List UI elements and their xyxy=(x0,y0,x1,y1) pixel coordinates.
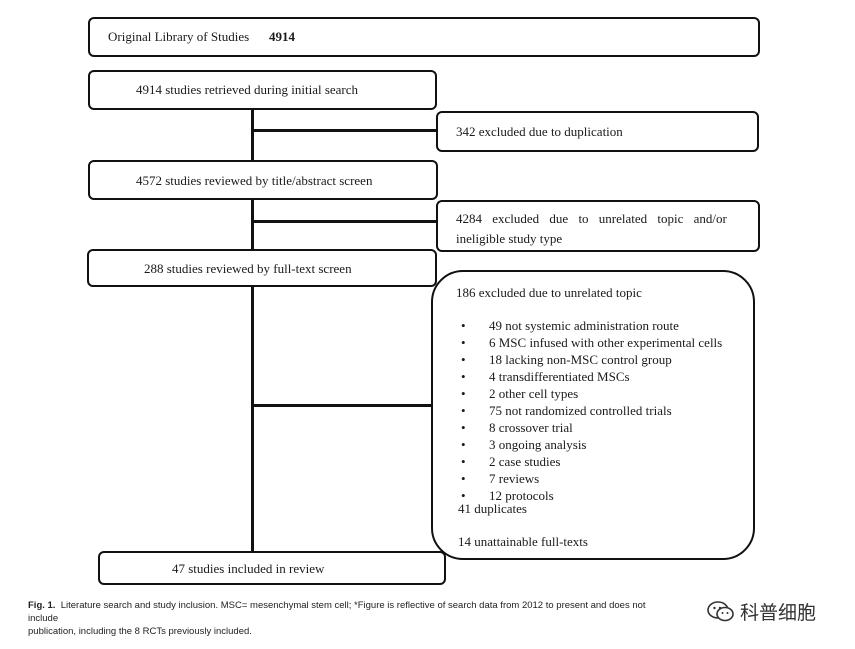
fulltext-screen-box: 288 studies reviewed by full-text screen xyxy=(87,249,437,287)
figure-caption: Fig. 1. Literature search and study incl… xyxy=(28,599,668,638)
bullet-icon: • xyxy=(461,403,466,418)
bullet-icon: • xyxy=(461,335,466,350)
retrieved-box: 4914 studies retrieved during initial se… xyxy=(88,70,437,110)
bullet-icon: • xyxy=(461,420,466,435)
exclusion-list: • 49 not systemic administration route • 6 … xyxy=(461,317,751,504)
duplication-excluded-box: 342 excluded due to duplication xyxy=(436,111,759,152)
exclusion-heading: 186 excluded due to unrelated topic xyxy=(456,285,642,300)
fulltext-screen-text: 288 studies reviewed by full-text screen xyxy=(144,261,352,276)
exclusion-item: • 6 MSC infused with other experimental c… xyxy=(461,334,751,351)
exclusion-item: • 4 transdifferentiated MSCs xyxy=(461,368,751,385)
library-count: 4914 xyxy=(269,29,295,44)
watermark: 科普细胞 xyxy=(706,596,828,626)
bullet-icon: • xyxy=(461,318,466,333)
library-label: Original Library of Studies xyxy=(108,29,250,44)
connector-branch-dup xyxy=(251,129,437,132)
exclusion-item: • 12 protocols xyxy=(461,487,751,504)
exclusion-item: • 7 reviews xyxy=(461,470,751,487)
exclusion-item-label: 75 not randomized controlled trials xyxy=(489,403,672,418)
exclusion-item: • 18 lacking non-MSC control group xyxy=(461,351,751,368)
unrelated-excluded-box: 4284 excluded due to unrelated topic and… xyxy=(436,200,760,252)
bullet-icon: • xyxy=(461,471,466,486)
exclusion-item: • 2 other cell types xyxy=(461,385,751,402)
unrelated-excluded-line2: ineligible study type xyxy=(456,231,563,246)
exclusion-item-label: 7 reviews xyxy=(489,471,540,486)
bullet-icon: • xyxy=(461,488,466,503)
exclusion-item: • 49 not systemic administration route xyxy=(461,317,751,334)
exclusion-details-box: 186 excluded due to unrelated topic • 49 … xyxy=(431,270,755,560)
unrelated-excluded-line1: 4284 excluded due to unrelated topic and… xyxy=(456,211,727,226)
exclusion-item: • 3 ongoing analysis xyxy=(461,436,751,453)
exclusion-item-label: 49 not systemic administration route xyxy=(489,318,679,333)
unattainable-text: 14 unattainable full-texts xyxy=(458,534,588,549)
exclusion-item-label: 2 case studies xyxy=(489,454,561,469)
bullet-icon: • xyxy=(461,454,466,469)
exclusion-item-label: 4 transdifferentiated MSCs xyxy=(489,369,630,384)
exclusion-item-label: 6 MSC infused with other experimental ce… xyxy=(489,335,723,350)
exclusion-item-label: 18 lacking non-MSC control group xyxy=(489,352,672,367)
title-screen-text: 4572 studies reviewed by title/abstract … xyxy=(136,173,373,188)
exclusion-item-label: 12 protocols xyxy=(489,488,554,503)
caption-text: Literature search and study inclusion. M… xyxy=(28,600,646,624)
connector-main-3 xyxy=(251,285,254,553)
exclusion-item: • 2 case studies xyxy=(461,453,751,470)
included-box: 47 studies included in review xyxy=(98,551,446,585)
exclusion-item: • 75 not randomized controlled trials xyxy=(461,402,751,419)
exclusion-item: • 8 crossover trial xyxy=(461,419,751,436)
bullet-icon: • xyxy=(461,437,466,452)
included-text: 47 studies included in review xyxy=(172,561,325,576)
exclusion-item-label: 8 crossover trial xyxy=(489,420,573,435)
duplicates-text: 41 duplicates xyxy=(458,501,527,516)
connector-branch-exclusions xyxy=(251,404,433,407)
connector-main-1 xyxy=(251,109,254,162)
library-box: Original Library of Studies 4914 xyxy=(88,17,760,57)
watermark-text: 科普细胞 xyxy=(740,602,817,624)
caption-fig-label: Fig. 1. xyxy=(28,600,56,611)
title-screen-box: 4572 studies reviewed by title/abstract … xyxy=(88,160,438,200)
bullet-icon: • xyxy=(461,352,466,367)
caption-text-line2: publication, including the 8 RCTs previo… xyxy=(28,626,252,637)
wechat-icon xyxy=(707,601,734,622)
connector-main-2 xyxy=(251,199,254,251)
exclusion-item-label: 3 ongoing analysis xyxy=(489,437,587,452)
exclusion-item-label: 2 other cell types xyxy=(489,386,579,401)
bullet-icon: • xyxy=(461,386,466,401)
retrieved-text: 4914 studies retrieved during initial se… xyxy=(136,82,359,97)
connector-branch-unrelated xyxy=(251,220,437,223)
duplication-excluded-text: 342 excluded due to duplication xyxy=(456,124,623,139)
bullet-icon: • xyxy=(461,369,466,384)
